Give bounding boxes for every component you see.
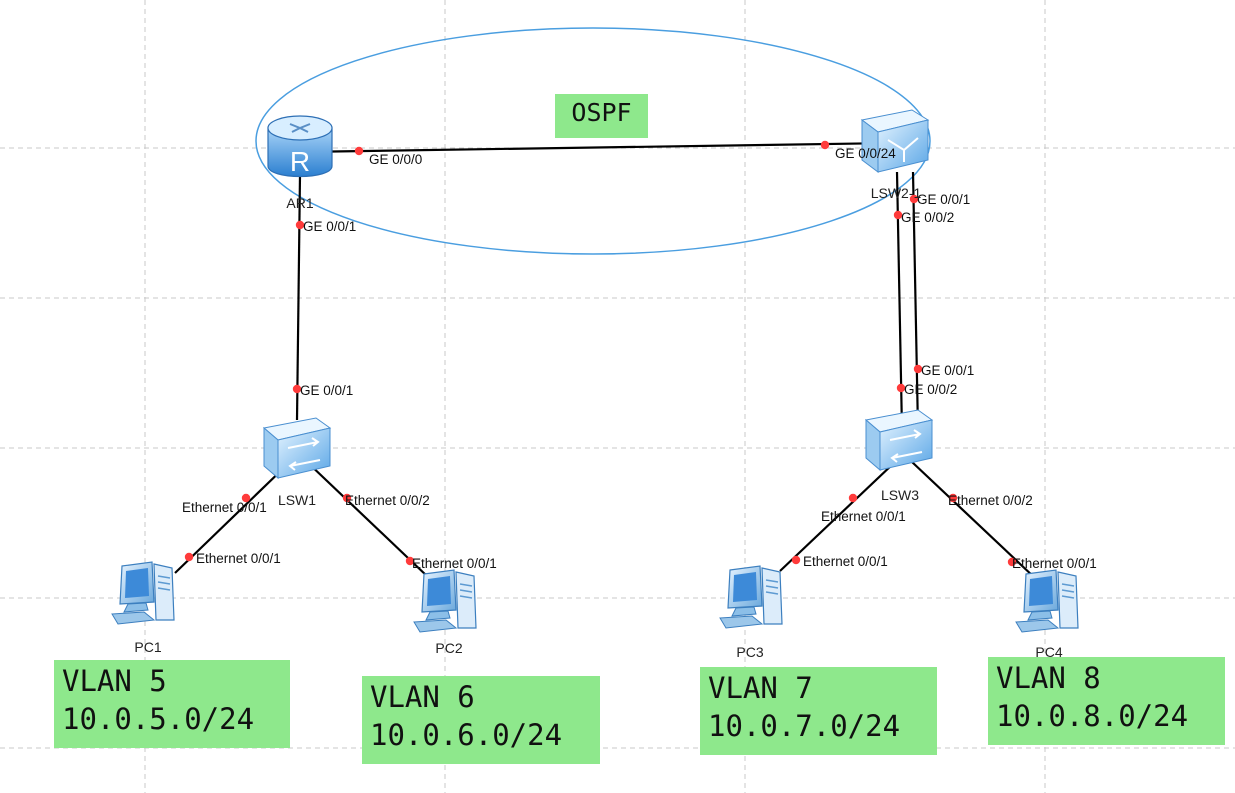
port-label-ar1-ge001: GE 0/0/1 [303, 219, 356, 234]
port-label-lsw21-ge001: GE 0/0/1 [917, 192, 970, 207]
l3switch-lsw21[interactable] [860, 109, 930, 173]
vlan-name: VLAN 6 [370, 680, 475, 714]
port-dot [292, 384, 302, 394]
device-labels: AR1 LSW2-1 LSW1 LSW3 PC1 PC2 PC3 PC4 [134, 185, 1062, 660]
port-dot [1007, 557, 1017, 567]
port-dot [791, 555, 801, 565]
port-dot [948, 493, 958, 503]
port-dot [184, 552, 194, 562]
port-label-pc3-eth001: Ethernet 0/0/1 [803, 554, 888, 569]
port-label-lsw3-ge002: GE 0/0/2 [904, 382, 957, 397]
port-label-lsw21-ge002: GE 0/0/2 [901, 210, 954, 225]
link-ar1-lsw21[interactable] [299, 141, 894, 154]
vlan-subnet: 10.0.5.0/24 [62, 702, 255, 736]
pc3-icon[interactable] [719, 565, 783, 629]
router-ar1[interactable]: R [267, 115, 333, 178]
vlan-name: VLAN 5 [62, 664, 167, 698]
switch-lsw3[interactable] [865, 409, 933, 471]
port-dot [820, 140, 830, 150]
router-r-glyph: R [290, 146, 310, 177]
port-dot [896, 383, 906, 393]
port-label-ar1-ge000: GE 0/0/0 [369, 152, 422, 167]
link-ar1-lsw1[interactable] [295, 174, 302, 421]
port-label-lsw3-eth001: Ethernet 0/0/1 [821, 509, 906, 524]
device-label-pc3: PC3 [736, 644, 763, 660]
link-lsw1-pc1[interactable] [174, 459, 293, 574]
port-dot [342, 493, 352, 503]
pc1-icon[interactable] [111, 561, 175, 625]
ospf-label-text: OSPF [571, 98, 632, 127]
link-lsw1-pc2[interactable] [304, 459, 429, 578]
port-dots [184, 140, 1017, 567]
port-dot [913, 364, 923, 374]
port-label-lsw21-ge0024: GE 0/0/24 [835, 146, 896, 161]
vlan-subnet: 10.0.6.0/24 [370, 718, 563, 752]
port-label-lsw3-eth002: Ethernet 0/0/2 [948, 493, 1033, 508]
vlan-label-6: VLAN 6 10.0.6.0/24 [362, 676, 600, 764]
port-dot [848, 493, 858, 503]
vlan-label-7: VLAN 7 10.0.7.0/24 [700, 667, 937, 755]
port-dot [893, 210, 903, 220]
port-dot [241, 493, 251, 503]
l3switch-arrows-icon [887, 137, 919, 162]
link-lsw21-lsw3-b[interactable] [911, 171, 920, 431]
port-label-lsw1-eth002: Ethernet 0/0/2 [345, 493, 430, 508]
device-label-lsw3: LSW3 [881, 487, 919, 503]
port-label-lsw1-eth001: Ethernet 0/0/1 [182, 500, 267, 515]
port-dot [295, 220, 305, 230]
port-labels: GE 0/0/0 GE 0/0/24 GE 0/0/1 GE 0/0/1 GE … [182, 146, 1097, 571]
device-label-pc4: PC4 [1035, 644, 1062, 660]
router-arrows-icon [289, 123, 311, 133]
ospf-area-ellipse [255, 27, 931, 255]
pc4-icon[interactable] [1015, 569, 1079, 633]
port-label-lsw1-ge001: GE 0/0/1 [300, 383, 353, 398]
vlan-subnet: 10.0.8.0/24 [996, 699, 1189, 733]
vlan-label-5: VLAN 5 10.0.5.0/24 [54, 660, 290, 748]
device-label-ar1: AR1 [286, 195, 313, 211]
vlan-name: VLAN 7 [708, 671, 813, 705]
port-label-pc2-eth001: Ethernet 0/0/1 [412, 556, 497, 571]
device-label-lsw21: LSW2-1 [871, 185, 922, 201]
ospf-label: OSPF [555, 94, 648, 138]
port-dot [405, 556, 415, 566]
vlan-name: VLAN 8 [996, 661, 1101, 695]
device-label-pc1: PC1 [134, 639, 161, 655]
vlan-label-8: VLAN 8 10.0.8.0/24 [988, 657, 1225, 745]
port-label-pc1-eth001: Ethernet 0/0/1 [196, 551, 281, 566]
port-dot [909, 194, 919, 204]
port-dot [354, 146, 364, 156]
device-label-pc2: PC2 [435, 640, 462, 656]
pc2-icon[interactable] [413, 569, 477, 633]
device-label-lsw1: LSW1 [278, 492, 316, 508]
vlan-subnet: 10.0.7.0/24 [708, 709, 901, 743]
link-lsw3-pc3[interactable] [779, 461, 896, 572]
switch-lsw1[interactable] [263, 417, 331, 479]
port-label-lsw3-ge001: GE 0/0/1 [921, 363, 974, 378]
port-label-pc4-eth001: Ethernet 0/0/1 [1012, 556, 1097, 571]
